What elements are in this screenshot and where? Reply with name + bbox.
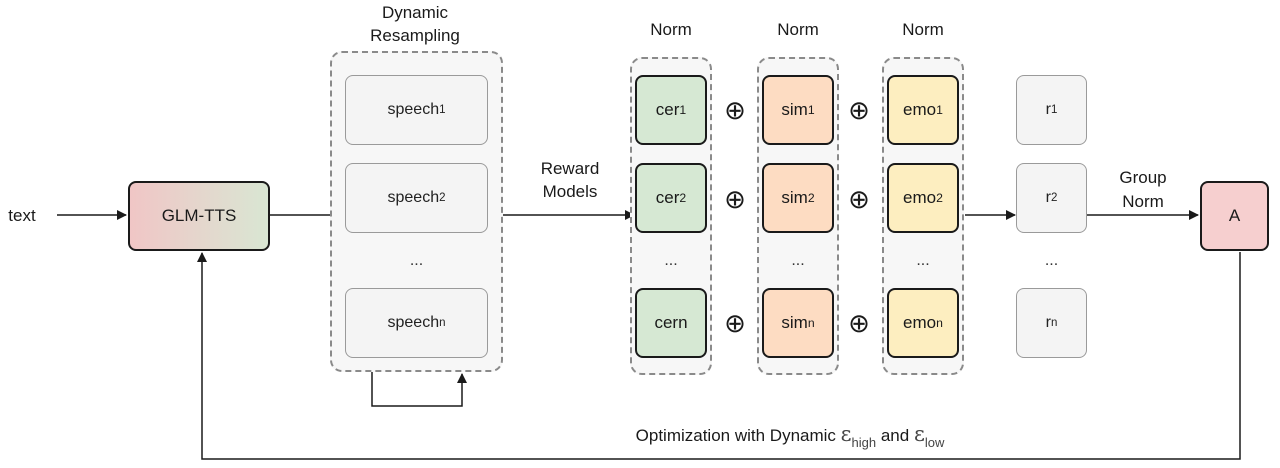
resampling-label-line1: Dynamic (381, 3, 449, 22)
sim-2-subscript: 2 (807, 191, 815, 205)
r-2-label: r (1045, 189, 1051, 206)
resampling-label-line2: Resampling (370, 26, 460, 45)
feedback-loop-arrow (197, 252, 1241, 460)
sim-1-subscript: 1 (807, 103, 815, 117)
cer-n-label: cer (654, 313, 679, 332)
speech-ellipsis: ... (409, 252, 424, 269)
speech-n-label: speech (387, 314, 440, 331)
epsilon-high-subscript: high (851, 434, 877, 450)
plus-icon-cer-sim-n: ⊕ (724, 308, 746, 338)
plus-icon-sim-emo-1: ⊕ (848, 95, 870, 125)
plus-icon-cer-sim-2: ⊕ (724, 184, 746, 214)
plus-icon-cer-sim-1: ⊕ (724, 95, 746, 125)
speech-2-label: speech (387, 189, 440, 206)
input-text-label: text (8, 206, 36, 225)
norm-label-emo: Norm (902, 20, 944, 39)
cer-2-label: cer (655, 188, 680, 207)
speech-1-subscript: 1 (439, 104, 446, 116)
plus-icon-sim-emo-2: ⊕ (848, 184, 870, 214)
sim-ellipsis: ... (791, 252, 805, 269)
r-n-subscript: n (1050, 317, 1058, 329)
emo-n-label: emo (903, 313, 937, 332)
speech-1-label: speech (387, 101, 440, 118)
speech-2-subscript: 2 (439, 192, 446, 204)
r-1-subscript: 1 (1050, 104, 1058, 116)
r-2-subscript: 2 (1050, 192, 1058, 204)
epsilon-high-symbol: ε (840, 422, 852, 446)
epsilon-low-symbol: ε (913, 422, 925, 446)
glm-tts-model-box: GLM-TTS (128, 181, 270, 251)
resampling-loop-arrow (371, 372, 467, 407)
cer-1-subscript: 1 (679, 103, 687, 117)
sim-n-subscript: n (807, 316, 815, 330)
speech-n-subscript: n (439, 317, 446, 329)
emo-2-subscript: 2 (936, 191, 943, 205)
emo-ellipsis: ... (916, 252, 930, 269)
emo-n-subscript: n (936, 316, 943, 330)
r-ellipsis: ... (1044, 252, 1059, 269)
reward-models-label-line2: Models (542, 182, 598, 201)
plus-icon-sim-emo-n: ⊕ (848, 308, 870, 338)
emo-1-label: emo (903, 100, 937, 119)
r-n-label: r (1045, 314, 1051, 331)
sim-n-label: sim (781, 313, 808, 332)
r-1-label: r (1045, 101, 1051, 118)
sim-1-label: sim (781, 100, 808, 119)
reward-models-label-line1: Reward (540, 159, 600, 178)
optimization-label: Optimization with Dynamic εhigh and εlow (560, 424, 1020, 453)
group-norm-label-line2: Norm (1122, 192, 1164, 211)
emo-1-subscript: 1 (936, 103, 943, 117)
advantage-box: A (1200, 181, 1269, 251)
norm-label-cer: Norm (650, 20, 692, 39)
cer-1-label: cer (655, 100, 680, 119)
emo-2-label: emo (903, 188, 937, 207)
epsilon-low-subscript: low (924, 434, 945, 450)
cer-n-subscript: n (678, 313, 688, 332)
cer-ellipsis: ... (664, 252, 678, 269)
sim-2-label: sim (781, 188, 808, 207)
group-norm-label-line1: Group (1119, 168, 1167, 187)
optimization-conjunction: and (876, 426, 914, 445)
cer-2-subscript: 2 (679, 191, 687, 205)
norm-label-sim: Norm (777, 20, 819, 39)
optimization-prefix: Optimization with Dynamic (635, 426, 841, 445)
